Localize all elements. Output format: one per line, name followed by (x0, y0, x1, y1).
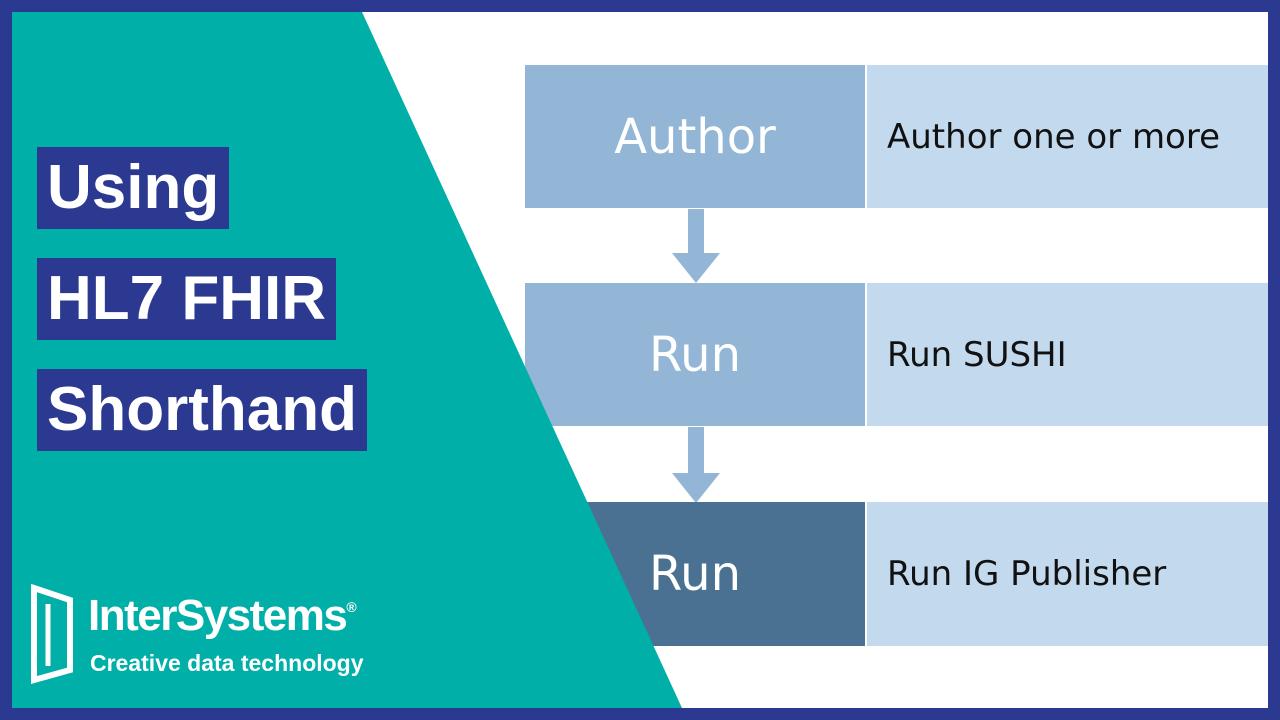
step-description-run-ig-publisher-text: Run IG Publisher (887, 554, 1167, 594)
step-box-run-sushi: Run (525, 283, 865, 426)
intersystems-logo-name: InterSystems® (88, 594, 357, 638)
intersystems-logo-mark-icon (31, 584, 73, 684)
logo-name-text: InterSystems (88, 591, 348, 640)
arrow-down-icon (672, 209, 720, 283)
step-description-run-sushi-text: Run SUSHI (887, 334, 1067, 375)
step-label-run-sushi: Run (648, 326, 742, 383)
step-label-author: Author (614, 108, 776, 165)
intersystems-logo-tagline: Creative data technology (90, 650, 364, 676)
step-label-run-ig-publisher: Run (648, 546, 742, 602)
registered-mark: ® (346, 599, 357, 615)
step-description-run-ig-publisher: Run IG Publisher (867, 502, 1268, 646)
thumbnail-canvas: Author Author one or more Run Run SUSHI … (12, 12, 1268, 708)
arrow-down-icon (672, 427, 720, 503)
title-line-3: Shorthand (37, 369, 367, 451)
title-line-2: HL7 FHIR (37, 258, 336, 340)
step-description-author: Author one or more (867, 65, 1268, 208)
step-description-author-text: Author one or more (887, 116, 1221, 157)
step-description-run-sushi: Run SUSHI (867, 283, 1268, 426)
title-line-1: Using (37, 147, 230, 229)
step-box-author: Author (525, 65, 865, 208)
